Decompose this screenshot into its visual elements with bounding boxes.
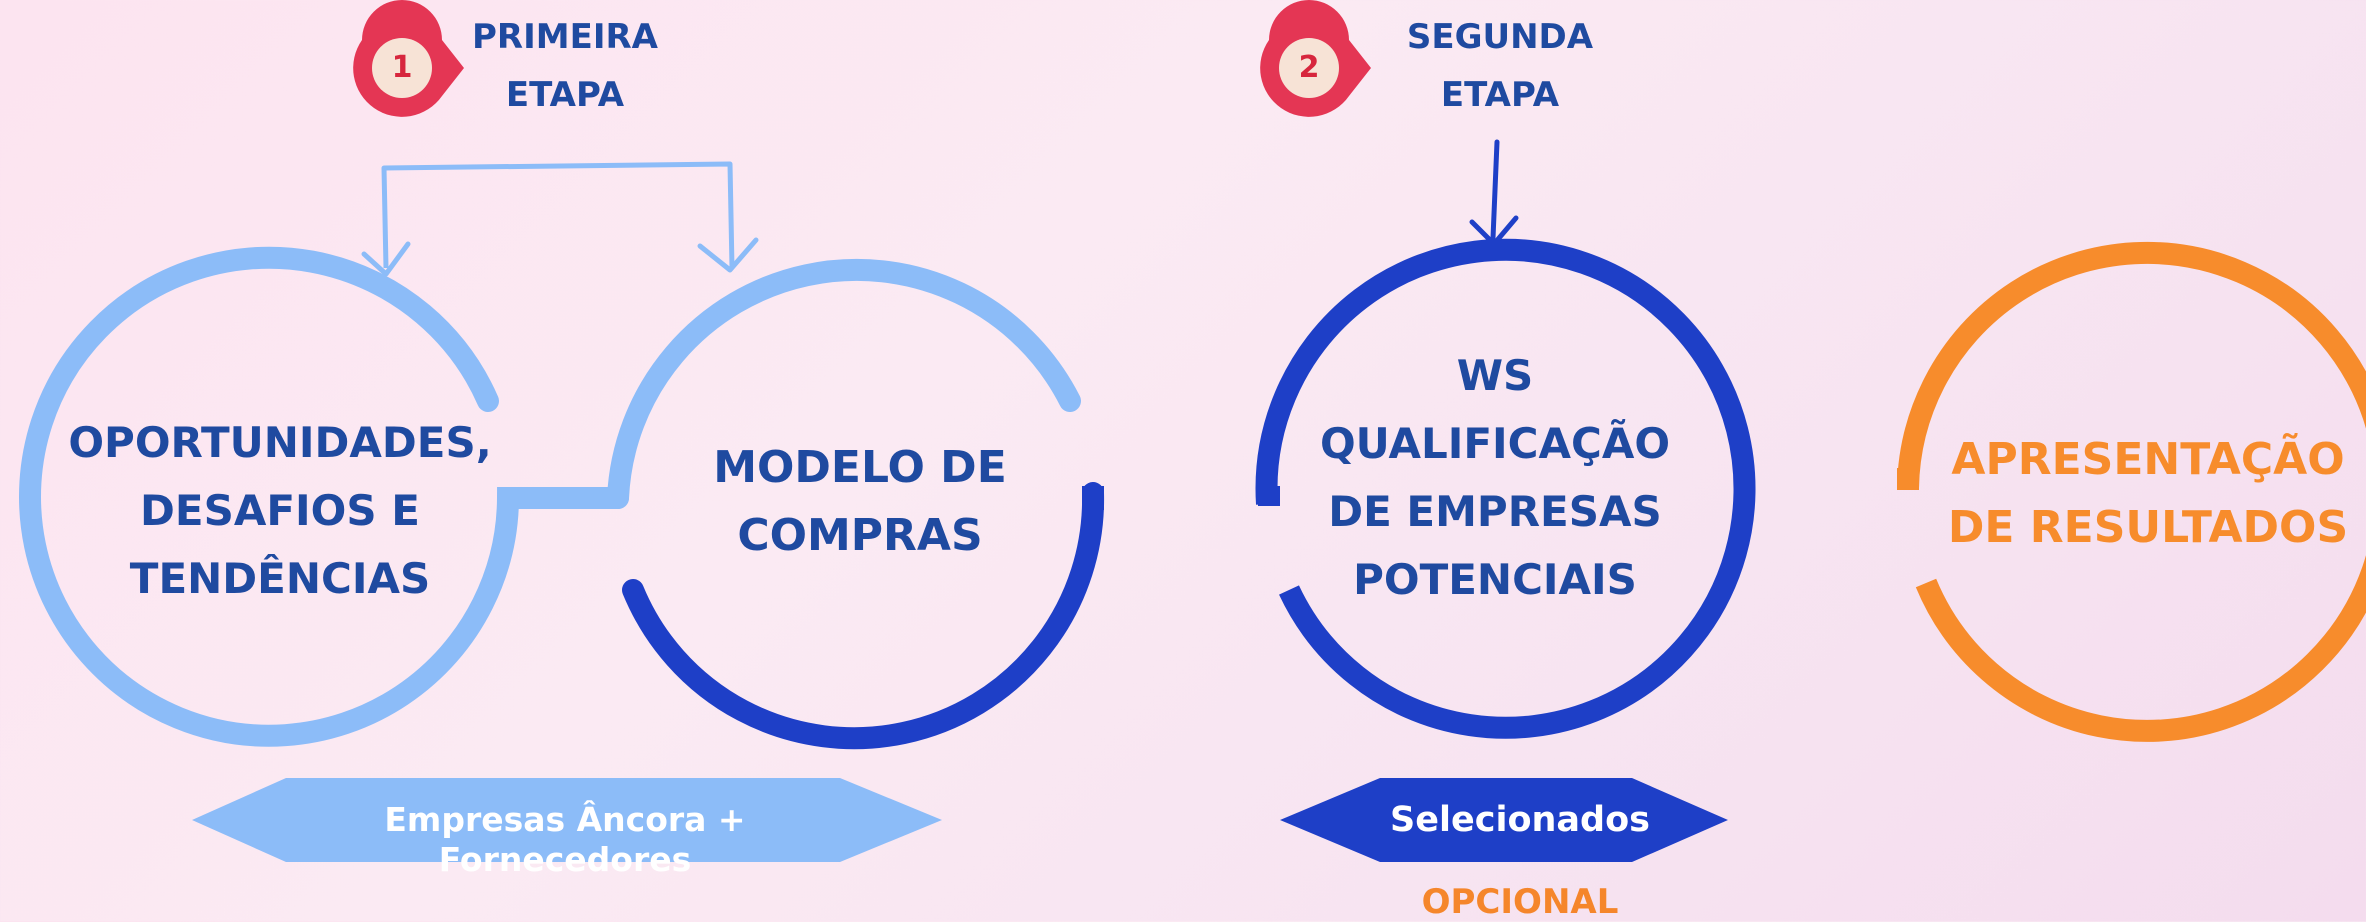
stage-2-badge (1260, 0, 1371, 117)
stage-1-label-line1: PRIMEIRA (472, 17, 658, 57)
node-3-ring (1255, 238, 1756, 739)
stage-1-label: PRIMEIRA ETAPA (450, 8, 680, 124)
banner-empresas-text: Empresas Âncora + Fornecedores (384, 800, 746, 879)
node-1-text: OPORTUNIDADES, DESAFIOS E TENDÊNCIAS (40, 406, 520, 616)
stage-2-arrowhead (1469, 215, 1519, 247)
stage-2-label-line1: SEGUNDA (1406, 17, 1594, 57)
stage-2-label: SEGUNDA ETAPA (1380, 8, 1620, 124)
stage-1-badge (353, 0, 464, 117)
node-4-line1: APRESENTAÇÃO (1951, 434, 2345, 485)
node-4-text: APRESENTAÇÃO DE RESULTADOS (1928, 424, 2366, 564)
node-2-line1: MODELO DE (713, 442, 1007, 493)
stage-1-label-line2: ETAPA (505, 75, 625, 115)
node-1-ring (19, 246, 629, 747)
node-2-ring-upper (607, 258, 1081, 509)
banner-empresas-shape (192, 778, 942, 862)
node-1-line1: OPORTUNIDADES, (68, 418, 492, 467)
optional-label: OPCIONAL (1421, 882, 1619, 922)
node-3-ring-end (1258, 486, 1280, 506)
node-3-line2: QUALIFICAÇÃO (1319, 419, 1671, 468)
node-4-ring-end (1897, 468, 1919, 490)
node-2-text: MODELO DE COMPRAS (660, 432, 1060, 572)
stage-2-label-line2: ETAPA (1440, 75, 1560, 115)
node-2-line2: COMPRAS (737, 510, 983, 561)
node-3-line4: POTENCIAIS (1353, 555, 1637, 604)
stage-2-number: 2 (1298, 50, 1320, 85)
banner-selecionados-shape (1280, 778, 1728, 862)
stage-2-arrow-shaft (1490, 139, 1500, 241)
node-2-ring-end (1082, 486, 1104, 510)
node-3-text: WS QUALIFICAÇÃO DE EMPRESAS POTENCIAIS (1290, 338, 1700, 618)
node-1-line2: DESAFIOS E (140, 486, 420, 535)
node-3-line1: WS (1456, 351, 1534, 400)
banner-selecionados-text: Selecionados (1390, 800, 1650, 840)
node-4-ring (1897, 241, 2366, 742)
stage-1-arrowhead-left (361, 241, 411, 277)
node-3-line3: DE EMPRESAS (1328, 487, 1662, 536)
node-2-ring-lower (622, 482, 1105, 750)
stage-1-number: 1 (391, 50, 413, 85)
node-1-line3: TENDÊNCIAS (129, 554, 431, 603)
stage-1-bracket-connector (381, 161, 735, 269)
node-4-line2: DE RESULTADOS (1947, 502, 2349, 553)
stage-1-arrowhead-right (697, 237, 759, 273)
